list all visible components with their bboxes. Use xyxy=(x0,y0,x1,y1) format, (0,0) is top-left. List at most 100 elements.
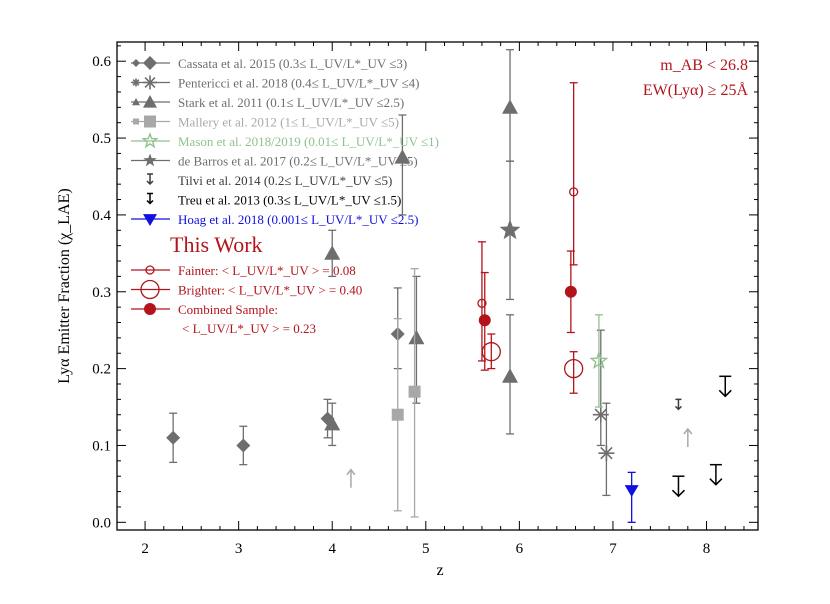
corner-note: m_AB < 26.8 EW(Lyα) ≥ 25Å xyxy=(643,57,749,99)
x-tick-label: 6 xyxy=(516,541,524,557)
legend-label: Hoag et al. 2018 (0.001≤ L_UV/L*_UV ≤2.5… xyxy=(178,212,418,227)
data-point xyxy=(408,385,421,398)
series-4 xyxy=(589,314,609,408)
error-bar xyxy=(569,351,578,394)
data-point xyxy=(709,463,723,486)
error-bar xyxy=(627,471,636,523)
legend-label: Pentericci et al. 2018 (0.4≤ L_UV/L*_UV … xyxy=(178,76,419,91)
series-8 xyxy=(624,471,639,523)
data-point xyxy=(502,99,519,114)
error-bar xyxy=(398,114,407,216)
asterisk-stroke xyxy=(132,79,140,86)
legend-marker xyxy=(146,173,154,186)
legend-label: Mason et al. 2018/2019 (0.01≤ L_UV/L*_UV… xyxy=(178,134,439,149)
corner-note-line2: EW(Lyα) ≥ 25Å xyxy=(643,81,749,99)
series-2 xyxy=(324,49,519,447)
legend-marker xyxy=(143,95,157,108)
legend: Cassata et al. 2015 (0.3≤ L_UV/L*_UV ≤3)… xyxy=(131,56,439,336)
data-point xyxy=(564,358,584,379)
data-point xyxy=(671,475,685,498)
limit-arrowhead xyxy=(346,468,356,476)
series-7 xyxy=(671,375,732,498)
legend-marker xyxy=(145,265,155,275)
legend-marker xyxy=(140,279,160,300)
series-5 xyxy=(499,160,521,301)
y-tick-label: 0.0 xyxy=(92,515,111,531)
asterisk-stroke xyxy=(594,408,608,421)
y-axis-title: Lyα Emitter Fraction (χ_LAE) xyxy=(56,188,73,383)
limit-arrowhead xyxy=(709,478,723,486)
legend-marker-small xyxy=(132,98,140,106)
this-work-heading: This Work xyxy=(170,232,263,257)
y-tick-label: 0.3 xyxy=(92,285,111,301)
legend-marker xyxy=(143,153,157,167)
data-point xyxy=(346,468,356,488)
data-point xyxy=(324,415,341,431)
x-tick-label: 4 xyxy=(328,541,336,557)
data-point xyxy=(718,375,732,398)
data-point xyxy=(236,438,251,453)
y-tick-label: 0.5 xyxy=(92,131,111,147)
data-point xyxy=(569,187,579,197)
corner-note-line1: m_AB < 26.8 xyxy=(660,57,748,74)
y-tick-label: 0.2 xyxy=(92,362,111,378)
legend-marker xyxy=(141,131,159,149)
legend-marker xyxy=(144,303,156,315)
data-point xyxy=(683,427,693,448)
legend-label: Fainter: < L_UV/L*_UV > = 0.08 xyxy=(178,263,356,278)
data-point xyxy=(166,430,181,445)
x-tick-label: 2 xyxy=(141,541,149,557)
legend-marker xyxy=(143,56,157,70)
data-point xyxy=(394,149,411,164)
legend-marker xyxy=(146,192,154,205)
legend-marker xyxy=(143,75,157,90)
data-point xyxy=(624,485,639,498)
series-11 xyxy=(478,250,577,371)
limit-arrowhead xyxy=(146,199,154,205)
data-point xyxy=(481,342,501,362)
data-point xyxy=(674,398,682,411)
series-10 xyxy=(481,333,584,394)
limit-arrowhead xyxy=(718,389,732,398)
legend-label: Stark et al. 2011 (0.1≤ L_UV/L*_UV ≤2.5) xyxy=(178,95,404,110)
legend-marker-small xyxy=(132,78,140,87)
y-tick-label: 0.6 xyxy=(92,54,111,70)
data-point xyxy=(564,285,577,298)
legend-label: Tilvi et al. 2014 (0.2≤ L_UV/L*_UV ≤5) xyxy=(178,173,392,188)
axis-ticks xyxy=(117,42,758,530)
limit-arrowhead xyxy=(683,427,693,435)
legend-label: < L_UV/L*_UV > = 0.23 xyxy=(182,321,316,336)
asterisk-stroke xyxy=(600,446,613,460)
plot-frame xyxy=(116,41,759,531)
data-point xyxy=(391,408,404,421)
legend-label: Mallery et al. 2012 (1≤ L_UV/L*_UV ≤5) xyxy=(178,115,399,130)
data-point xyxy=(502,368,519,383)
data-point xyxy=(408,329,425,345)
series-12 xyxy=(346,427,693,488)
legend-marker xyxy=(144,115,156,128)
data-point xyxy=(589,350,609,370)
series-6 xyxy=(674,398,682,411)
y-tick-labels: 0.00.10.20.30.40.50.6 xyxy=(92,54,111,531)
limit-arrowhead xyxy=(146,180,154,186)
legend-label: de Barros et al. 2017 (0.2≤ L_UV/L*_UV ≤… xyxy=(178,154,418,169)
x-tick-label: 7 xyxy=(609,541,617,557)
data-point xyxy=(477,298,487,308)
legend-label: Brighter: < L_UV/L*_UV > = 0.40 xyxy=(178,283,362,298)
data-layer xyxy=(166,49,732,523)
legend-label: Cassata et al. 2015 (0.3≤ L_UV/L*_UV ≤3) xyxy=(178,56,407,71)
error-bar xyxy=(487,333,496,370)
error-bar xyxy=(596,329,605,447)
legend-marker-small xyxy=(133,118,139,125)
data-point xyxy=(478,314,491,327)
legend-marker xyxy=(143,214,157,226)
series-1 xyxy=(592,329,615,497)
asterisk-stroke xyxy=(144,76,156,89)
limit-arrowhead xyxy=(671,489,685,498)
error-bar xyxy=(594,314,603,408)
x-axis-title: z xyxy=(436,562,443,579)
legend-label: Combined Sample: xyxy=(178,302,278,317)
error-bar xyxy=(569,82,578,266)
